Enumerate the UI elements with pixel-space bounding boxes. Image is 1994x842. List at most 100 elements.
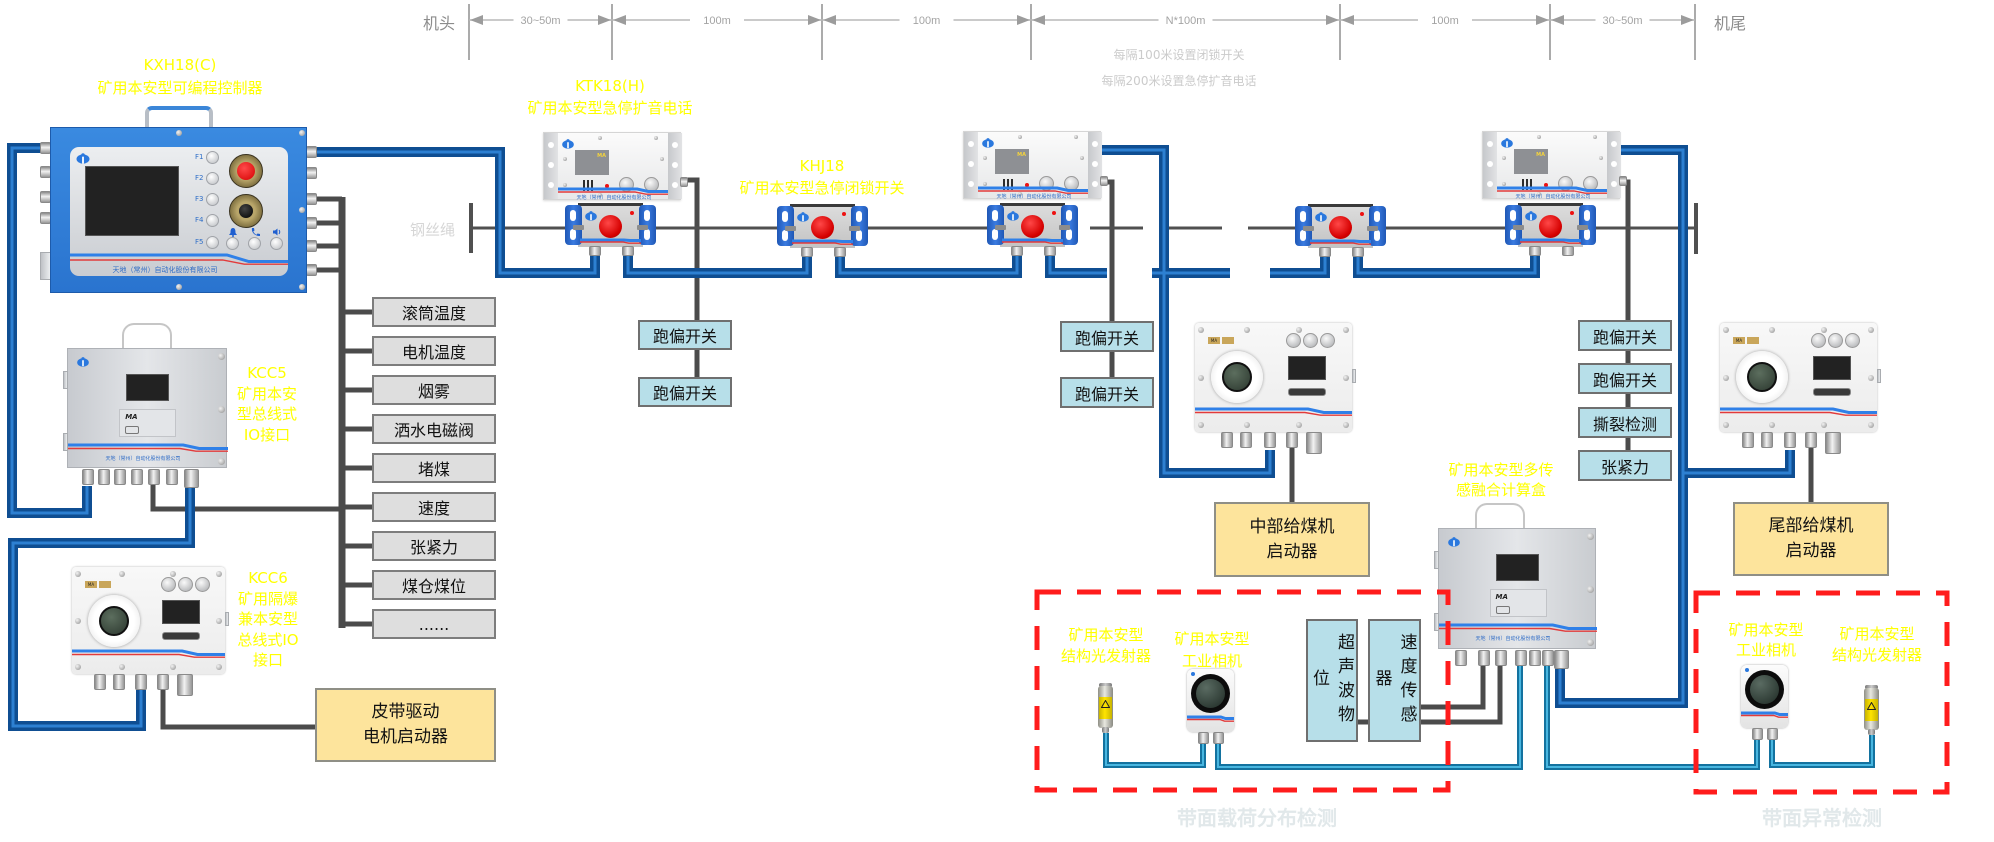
laser-warning-icon (1867, 702, 1876, 710)
cable-gland (1264, 432, 1276, 448)
dimension-label: 100m (1431, 15, 1459, 27)
camera-cable-highlight (1771, 735, 1873, 766)
anomaly-detection-title: 带面异常检测 (1762, 806, 1882, 830)
rope-hook (573, 225, 584, 230)
company-text: 天地（常州）自动化股份有限公司 (1515, 194, 1591, 200)
screw (1018, 135, 1022, 139)
kcc6-label-line: KCC6 (248, 569, 288, 587)
speaker-icon (273, 228, 281, 236)
nameplate (162, 632, 201, 640)
kcc5-handle (122, 323, 172, 349)
camera-lens (1196, 679, 1225, 708)
emitter-label-line: 结构光发射器 (1831, 646, 1923, 664)
phone-model: KTK18(H) (575, 77, 645, 95)
cable-gland (1044, 246, 1056, 256)
khj18-emergency-lock-switch (1505, 203, 1596, 256)
line-cable (1353, 252, 1540, 278)
cable-gland (306, 167, 317, 179)
speed-sensor-label: 速度传感器 (1371, 632, 1417, 729)
status-led (630, 211, 634, 215)
display-screen (125, 374, 169, 401)
control-knob (160, 577, 176, 592)
screw (660, 157, 664, 161)
dimension-label: 30~50m (520, 15, 560, 27)
tail-sensor-item: 跑偏开关 (1578, 363, 1672, 394)
controller-label: KXH18(C) 矿用本安型可编程控制器 (97, 54, 262, 100)
brand-stripe (1439, 623, 1597, 632)
controller-front-panel: F1 F2 F3 F4 F5 天地（常州）自动化股份有限公司 (70, 147, 288, 276)
starter-label-line: 电机启动器 (363, 727, 448, 747)
ma-badge: MA (1208, 337, 1220, 344)
sensor-item: 煤仓煤位 (372, 570, 496, 600)
screw (1537, 135, 1541, 139)
bracket-hole (548, 182, 554, 188)
starter-label-line: 启动器 (1266, 541, 1318, 562)
cable-gland (1553, 650, 1569, 669)
screw (1586, 638, 1594, 646)
dimension-arrowhead (823, 15, 836, 25)
cable-gland (135, 674, 147, 690)
load-structured-light-emitter (1098, 683, 1113, 733)
cable-gland (1011, 246, 1023, 256)
screw (119, 664, 126, 670)
controller-name: 矿用本安型可编程控制器 (97, 79, 263, 97)
stripe-blue (1741, 711, 1788, 716)
anomaly-industrial-camera (1741, 665, 1788, 740)
bracket-hole (1487, 141, 1493, 147)
lock-switch-name: 矿用本安型急停闭锁开关 (739, 179, 905, 197)
bracket-hole (672, 142, 678, 148)
phone-label: KTK18(H) 矿用本安型急停扩音电话 (527, 75, 692, 119)
rope-hook (995, 225, 1006, 230)
stripe-blue (558, 187, 668, 193)
status-dot (1191, 672, 1195, 676)
cable-gland (1805, 432, 1817, 448)
nameplate (1287, 388, 1326, 396)
dimension-arrowhead (1032, 15, 1045, 25)
sensor-item-label: 煤仓煤位 (401, 577, 466, 596)
cable-gland (306, 146, 317, 158)
brand-stripe (792, 239, 853, 245)
camera-label-line: 矿用本安型 (1174, 630, 1250, 648)
selector-knob-housing (229, 194, 263, 228)
kxh18-programmable-controller: F1 F2 F3 F4 F5 天地（常州）自动化股份有限公司 (50, 127, 307, 293)
sensor-item: 滚筒温度 (372, 297, 496, 327)
bracket-hole (1487, 161, 1493, 167)
bracket-slot (992, 229, 998, 240)
deviation-switch: 跑偏开关 (638, 377, 732, 407)
cable-gland (114, 469, 126, 485)
rope-hook (785, 226, 796, 231)
cable-gland (157, 674, 169, 690)
stripe-blue (978, 186, 1088, 192)
warning-label (1865, 699, 1878, 721)
control-knob (177, 577, 193, 592)
display-window-ring (1211, 351, 1263, 403)
brand-stripe (1310, 239, 1371, 245)
starter-label-line: 中部给煤机 (1249, 516, 1335, 537)
lock-switch-model: KHJ18 (799, 157, 845, 175)
bracket-hole (672, 162, 678, 168)
mid-feeder-starter: 中部给煤机 启动器 (1214, 502, 1370, 577)
lock-switch-label: KHJ18 矿用本安型急停闭锁开关 (739, 155, 904, 199)
controller-display (85, 166, 179, 236)
compute-box-handle (1475, 503, 1525, 529)
tail-end-label: 机尾 (1714, 14, 1747, 33)
mounting-bracket (1088, 132, 1102, 198)
screw (1537, 192, 1541, 196)
stripe-red (1310, 242, 1371, 245)
cable-gland (306, 217, 317, 229)
bus-cable-highlight (1048, 252, 1107, 275)
function-key-label: F4 (195, 216, 204, 224)
sensor-item-more: ...... (372, 609, 496, 639)
dimension-label-background (899, 11, 954, 29)
speed-sensor: 速度传感器 (1368, 619, 1421, 742)
cable-gland (1825, 432, 1841, 454)
company-logo-icon (1501, 138, 1513, 148)
speaker-grille (1522, 179, 1532, 190)
cable-gland (1761, 432, 1773, 448)
sensor-item-label: 张紧力 (409, 538, 458, 557)
screw (598, 193, 602, 197)
cable-gland (1784, 432, 1796, 448)
side-tab (63, 433, 68, 451)
mounting-bracket (964, 132, 978, 198)
